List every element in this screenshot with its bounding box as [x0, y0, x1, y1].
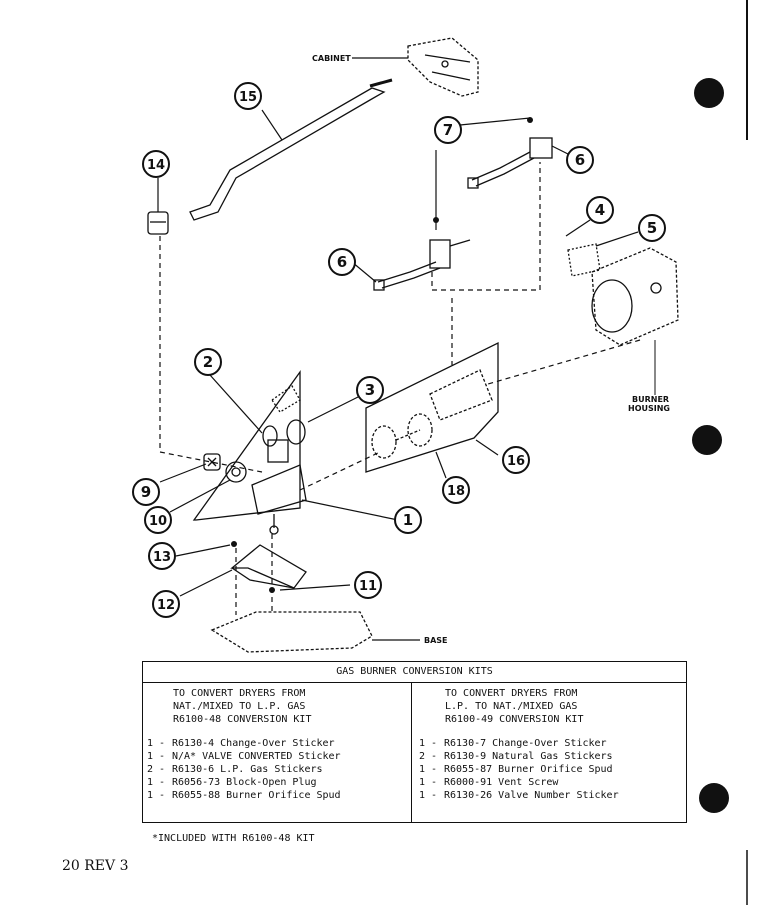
callout-14: 14: [142, 150, 170, 178]
heading-line: NAT./MIXED TO L.P. GAS: [173, 700, 306, 712]
kit-r6100-49-column: TO CONVERT DRYERS FROM L.P. TO NAT./MIXE…: [419, 688, 685, 802]
page-number: 20 REV 3: [62, 858, 129, 874]
svg-text:2: 2: [203, 353, 213, 371]
svg-text:4: 4: [595, 201, 605, 219]
list-item: 1 -R6000-91 Vent Screw: [419, 776, 559, 788]
callout-9: 9: [132, 478, 160, 506]
binder-hole-middle: [692, 425, 722, 455]
heading-line: L.P. TO NAT./MIXED GAS: [445, 700, 578, 712]
gas-valve-assembly: [192, 369, 307, 535]
burner-housing: [567, 243, 679, 346]
svg-text:14: 14: [147, 158, 165, 173]
base-caption: BASE: [424, 636, 448, 645]
list-item: 1 -R6055-87 Burner Orifice Spud: [419, 763, 613, 775]
list-item: 1 -R6056-73 Block-Open Plug: [147, 776, 317, 788]
valve-mounting-bracket: [230, 544, 307, 589]
base-outline: [210, 611, 373, 653]
burner-housing-caption-1: BURNER: [632, 395, 669, 404]
cabinet-caption: CABINET: [312, 54, 351, 63]
svg-text:3: 3: [365, 381, 375, 399]
list-item: 1 -R6055-88 Burner Orifice Spud: [147, 789, 341, 801]
svg-text:9: 9: [141, 483, 151, 501]
callout-6-lower: 6: [328, 248, 356, 276]
svg-text:15: 15: [239, 90, 257, 105]
svg-text:10: 10: [149, 514, 167, 529]
list-item: 2 -R6130-6 L.P. Gas Stickers: [147, 763, 323, 775]
svg-text:11: 11: [359, 579, 377, 594]
callout-4: 4: [586, 196, 614, 224]
ignitor-lead-upper: [467, 137, 553, 189]
callout-18: 18: [442, 476, 470, 504]
list-item: 1 -R6130-26 Valve Number Sticker: [419, 789, 619, 801]
callout-13: 13: [148, 542, 176, 570]
inlet-fitting: [147, 211, 169, 235]
conversion-kits-table: GAS BURNER CONVERSION KITS TO CONVERT DR…: [142, 661, 687, 823]
kit-r6100-48-column: TO CONVERT DRYERS FROM NAT./MIXED TO L.P…: [147, 688, 409, 802]
svg-text:5: 5: [647, 219, 657, 237]
heading-line: TO CONVERT DRYERS FROM: [173, 688, 306, 699]
callout-16: 16: [502, 446, 530, 474]
callout-2: 2: [194, 348, 222, 376]
column-divider: [411, 682, 412, 822]
list-item: 2 -R6130-9 Natural Gas Stickers: [419, 751, 613, 763]
callout-7: 7: [434, 116, 462, 144]
heading-line: R6100-49 CONVERSION KIT: [445, 713, 584, 725]
table-title: GAS BURNER CONVERSION KITS: [143, 662, 686, 683]
svg-text:6: 6: [575, 151, 585, 169]
ignitor-lead-lower: [373, 239, 471, 291]
heading-line: TO CONVERT DRYERS FROM: [445, 688, 578, 699]
list-item: 1 -R6130-7 Change-Over Sticker: [419, 738, 607, 750]
list-item: 1 -R6130-4 Change-Over Sticker: [147, 738, 335, 750]
burner-housing-caption-2: HOUSING: [628, 404, 670, 413]
cabinet-bracket: [407, 37, 479, 97]
callout-15: 15: [234, 82, 262, 110]
column-heading: TO CONVERT DRYERS FROM NAT./MIXED TO L.P…: [147, 688, 409, 726]
svg-text:7: 7: [443, 121, 453, 139]
heading-line: R6100-48 CONVERSION KIT: [173, 713, 312, 725]
gas-supply-tube: [189, 78, 393, 221]
svg-text:18: 18: [447, 484, 465, 499]
binder-hole-bottom: [699, 783, 729, 813]
callout-12: 12: [152, 590, 180, 618]
orifice-nut: [225, 461, 247, 483]
callout-1: 1: [394, 506, 422, 534]
svg-text:1: 1: [403, 511, 413, 529]
burner-assembly-panel: [365, 341, 499, 473]
svg-text:6: 6: [337, 253, 347, 271]
svg-text:16: 16: [507, 454, 525, 469]
callout-10: 10: [144, 506, 172, 534]
callout-11: 11: [354, 571, 382, 599]
column-heading: TO CONVERT DRYERS FROM L.P. TO NAT./MIXE…: [419, 688, 685, 726]
callout-5: 5: [638, 214, 666, 242]
list-item: 1 -N/A* VALVE CONVERTED Sticker: [147, 751, 341, 763]
svg-text:13: 13: [153, 550, 171, 565]
block-open-plug: [203, 453, 221, 471]
callout-3: 3: [356, 376, 384, 404]
svg-text:12: 12: [157, 598, 175, 613]
callout-6-upper: 6: [566, 146, 594, 174]
binder-hole-top: [694, 78, 724, 108]
footnote: *INCLUDED WITH R6100-48 KIT: [152, 833, 315, 844]
